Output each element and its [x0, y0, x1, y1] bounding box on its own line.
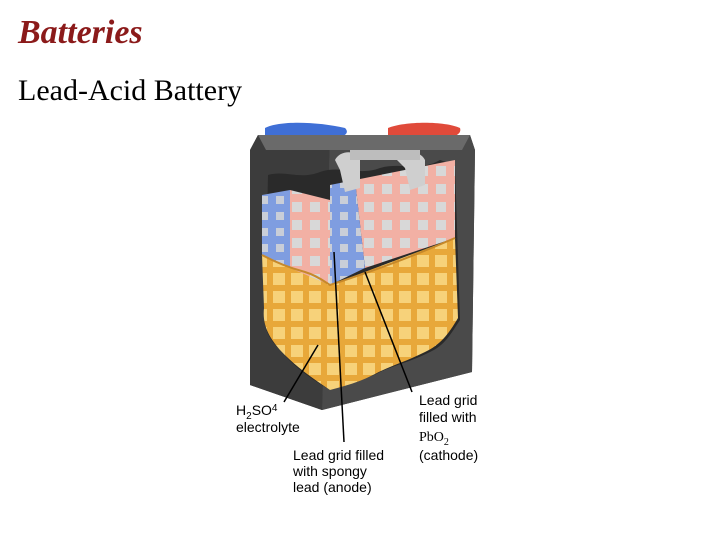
svg-text:Lead grid: Lead grid: [419, 392, 477, 408]
electrolyte-label: H2SO4 electrolyte: [236, 402, 300, 435]
anode-plate: [330, 180, 365, 285]
slide-title: Batteries: [18, 14, 143, 51]
anode-plate: [262, 190, 290, 268]
anode-label: Lead grid filled with spongy lead (anode…: [292, 447, 384, 495]
electrolyte-region: [262, 238, 458, 390]
leader-lines: [283, 251, 413, 443]
svg-text:PbO2: PbO2: [419, 430, 449, 448]
cathode-label: Lead grid filled with PbO2 (cathode): [419, 392, 478, 463]
svg-text:(cathode): (cathode): [419, 447, 478, 463]
svg-text:electrolyte: electrolyte: [236, 419, 300, 435]
svg-text:filled with: filled with: [419, 409, 477, 425]
cutaway-interior: [261, 150, 460, 390]
svg-text:lead (anode): lead (anode): [293, 479, 372, 495]
svg-text:Lead grid filled: Lead grid filled: [293, 447, 384, 463]
cathode-plate: [290, 190, 330, 285]
cathode-plate: [355, 160, 455, 268]
slide-subtitle: Lead-Acid Battery: [18, 74, 243, 107]
svg-text:with spongy: with spongy: [292, 463, 367, 479]
negative-terminal: [265, 122, 347, 139]
svg-text:H2SO4: H2SO4: [236, 402, 278, 422]
positive-terminal: [388, 122, 461, 139]
